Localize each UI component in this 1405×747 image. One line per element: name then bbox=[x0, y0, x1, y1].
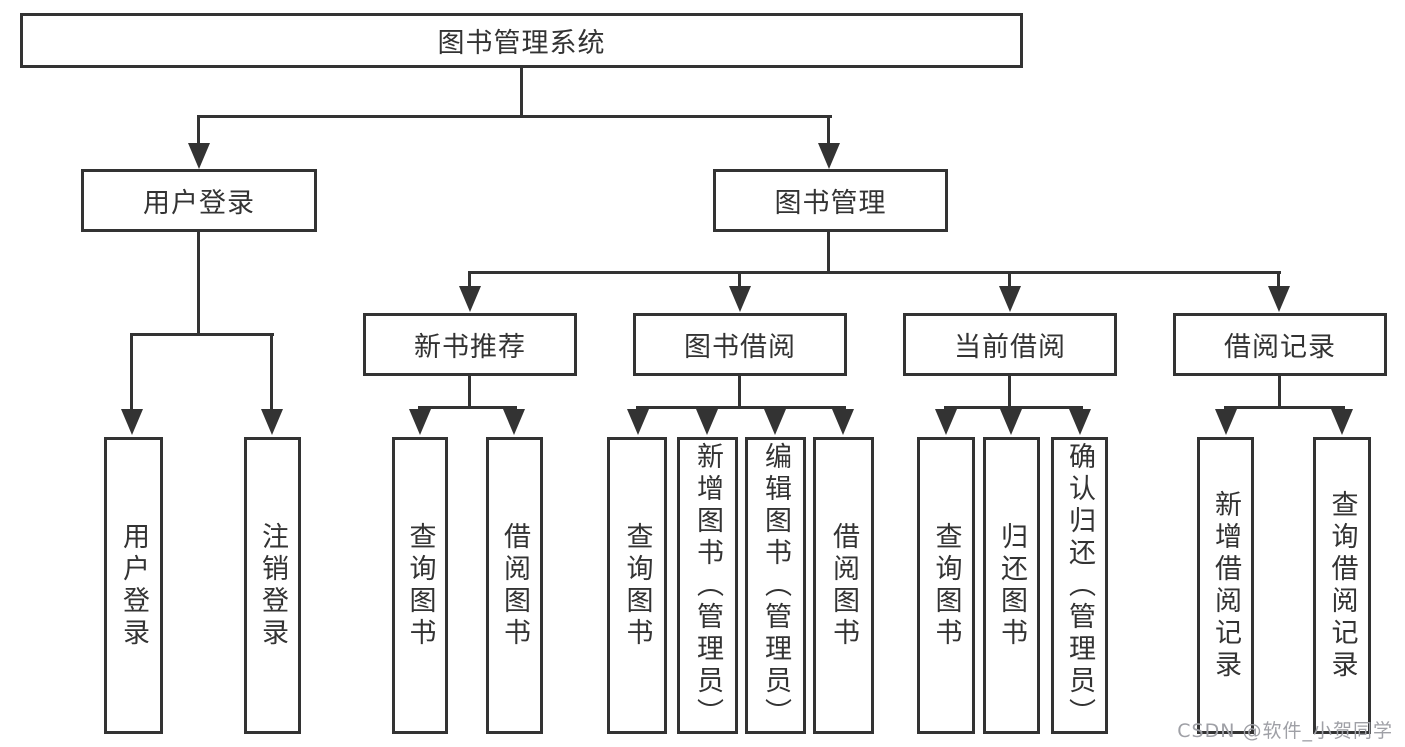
connector-drop-current-borrow bbox=[1008, 271, 1011, 288]
node-borrowing-records: 借阅记录 bbox=[1173, 313, 1387, 376]
connector-borrow-records-crossbar bbox=[1224, 406, 1345, 409]
arrow-down-icon bbox=[1268, 286, 1290, 312]
connector-current-borrow-crossbar bbox=[944, 406, 1083, 409]
leaf-query-books-current: 查询图书 bbox=[917, 437, 975, 734]
connector-drop-login bbox=[130, 333, 133, 411]
leaf-query-borrow-record-label: 查询借阅记录 bbox=[1326, 489, 1358, 682]
arrow-down-icon bbox=[503, 409, 525, 435]
connector-drop-user-login bbox=[197, 115, 200, 146]
node-current-borrowing: 当前借阅 bbox=[903, 313, 1117, 376]
connector-book-mgmt-crossbar bbox=[468, 271, 1281, 274]
leaf-query-books-recommend: 查询图书 bbox=[392, 437, 448, 734]
arrow-down-icon bbox=[459, 286, 481, 312]
connector-book-mgmt-stem bbox=[827, 232, 830, 274]
leaf-query-books-recommend-label: 查询图书 bbox=[404, 521, 436, 650]
leaf-query-books-borrowing-label: 查询图书 bbox=[621, 521, 653, 650]
connector-new-book-crossbar bbox=[418, 406, 517, 409]
node-book-management-label: 图书管理 bbox=[774, 188, 887, 219]
leaf-borrow-books-recommend: 借阅图书 bbox=[486, 437, 543, 734]
arrow-down-icon bbox=[832, 409, 854, 435]
node-user-login-label: 用户登录 bbox=[143, 188, 255, 219]
leaf-edit-books-admin: 编辑图书（管理员） bbox=[745, 437, 806, 734]
leaf-borrow-books-label: 借阅图书 bbox=[828, 521, 859, 650]
leaf-return-books-label: 归还图书 bbox=[996, 521, 1027, 650]
connector-drop-borrow-records bbox=[1277, 271, 1280, 288]
leaf-user-login-label: 用户登录 bbox=[118, 521, 149, 650]
node-user-login: 用户登录 bbox=[81, 169, 317, 232]
arrow-down-icon bbox=[121, 409, 143, 435]
leaf-logout-label: 注销登录 bbox=[257, 521, 288, 650]
arrow-down-icon bbox=[818, 143, 840, 169]
leaf-query-books-current-label: 查询图书 bbox=[930, 521, 962, 650]
arrow-down-icon bbox=[935, 409, 957, 435]
node-current-borrowing-label: 当前借阅 bbox=[954, 332, 1066, 363]
arrow-down-icon bbox=[409, 409, 431, 435]
node-root-system: 图书管理系统 bbox=[20, 13, 1023, 68]
leaf-edit-books-admin-label: 编辑图书（管理员） bbox=[760, 441, 791, 730]
node-book-management: 图书管理 bbox=[713, 169, 948, 232]
arrow-down-icon bbox=[696, 409, 718, 435]
arrow-down-icon bbox=[764, 409, 786, 435]
leaf-return-books: 归还图书 bbox=[983, 437, 1040, 734]
arrow-down-icon bbox=[1069, 409, 1091, 435]
connector-drop-logout bbox=[270, 333, 273, 411]
leaf-query-books-borrowing: 查询图书 bbox=[607, 437, 667, 734]
csdn-watermark: CSDN @软件_小贺同学 bbox=[1177, 720, 1393, 742]
node-borrowing-records-label: 借阅记录 bbox=[1224, 332, 1336, 363]
node-book-borrowing-label: 图书借阅 bbox=[684, 332, 796, 363]
arrow-down-icon bbox=[261, 409, 283, 435]
leaf-logout: 注销登录 bbox=[244, 437, 301, 734]
connector-root-crossbar bbox=[197, 115, 832, 118]
connector-book-borrow-crossbar bbox=[636, 406, 846, 409]
connector-drop-book-mgmt bbox=[827, 115, 830, 146]
arrow-down-icon bbox=[999, 286, 1021, 312]
connector-root-stem bbox=[520, 68, 523, 118]
connector-borrow-records-stem bbox=[1278, 376, 1281, 409]
leaf-borrow-books-recommend-label: 借阅图书 bbox=[499, 521, 530, 650]
arrow-down-icon bbox=[1331, 409, 1353, 435]
arrow-down-icon bbox=[188, 143, 210, 169]
connector-drop-book-borrow bbox=[738, 271, 741, 288]
leaf-query-borrow-record: 查询借阅记录 bbox=[1313, 437, 1371, 734]
connector-user-login-crossbar bbox=[130, 333, 274, 336]
connector-current-borrow-stem bbox=[1008, 376, 1011, 409]
leaf-borrow-books: 借阅图书 bbox=[813, 437, 874, 734]
node-root-label: 图书管理系统 bbox=[437, 28, 606, 59]
leaf-add-books-admin-label: 新增图书（管理员） bbox=[692, 441, 723, 730]
arrow-down-icon bbox=[729, 286, 751, 312]
connector-drop-new-book bbox=[468, 271, 471, 288]
node-book-borrowing: 图书借阅 bbox=[633, 313, 847, 376]
node-new-book-recommend-label: 新书推荐 bbox=[414, 332, 526, 363]
arrow-down-icon bbox=[1215, 409, 1237, 435]
leaf-add-borrow-record: 新增借阅记录 bbox=[1197, 437, 1254, 734]
leaf-add-books-admin: 新增图书（管理员） bbox=[677, 437, 738, 734]
connector-new-book-stem bbox=[468, 376, 471, 409]
connector-user-login-stem bbox=[197, 232, 200, 336]
leaf-add-borrow-record-label: 新增借阅记录 bbox=[1210, 489, 1241, 682]
leaf-confirm-return-admin-label: 确认归还（管理员） bbox=[1064, 441, 1095, 730]
leaf-confirm-return-admin: 确认归还（管理员） bbox=[1051, 437, 1108, 734]
arrow-down-icon bbox=[627, 409, 649, 435]
leaf-user-login: 用户登录 bbox=[104, 437, 163, 734]
arrow-down-icon bbox=[1000, 409, 1022, 435]
connector-book-borrow-stem bbox=[738, 376, 741, 409]
node-new-book-recommend: 新书推荐 bbox=[363, 313, 577, 376]
